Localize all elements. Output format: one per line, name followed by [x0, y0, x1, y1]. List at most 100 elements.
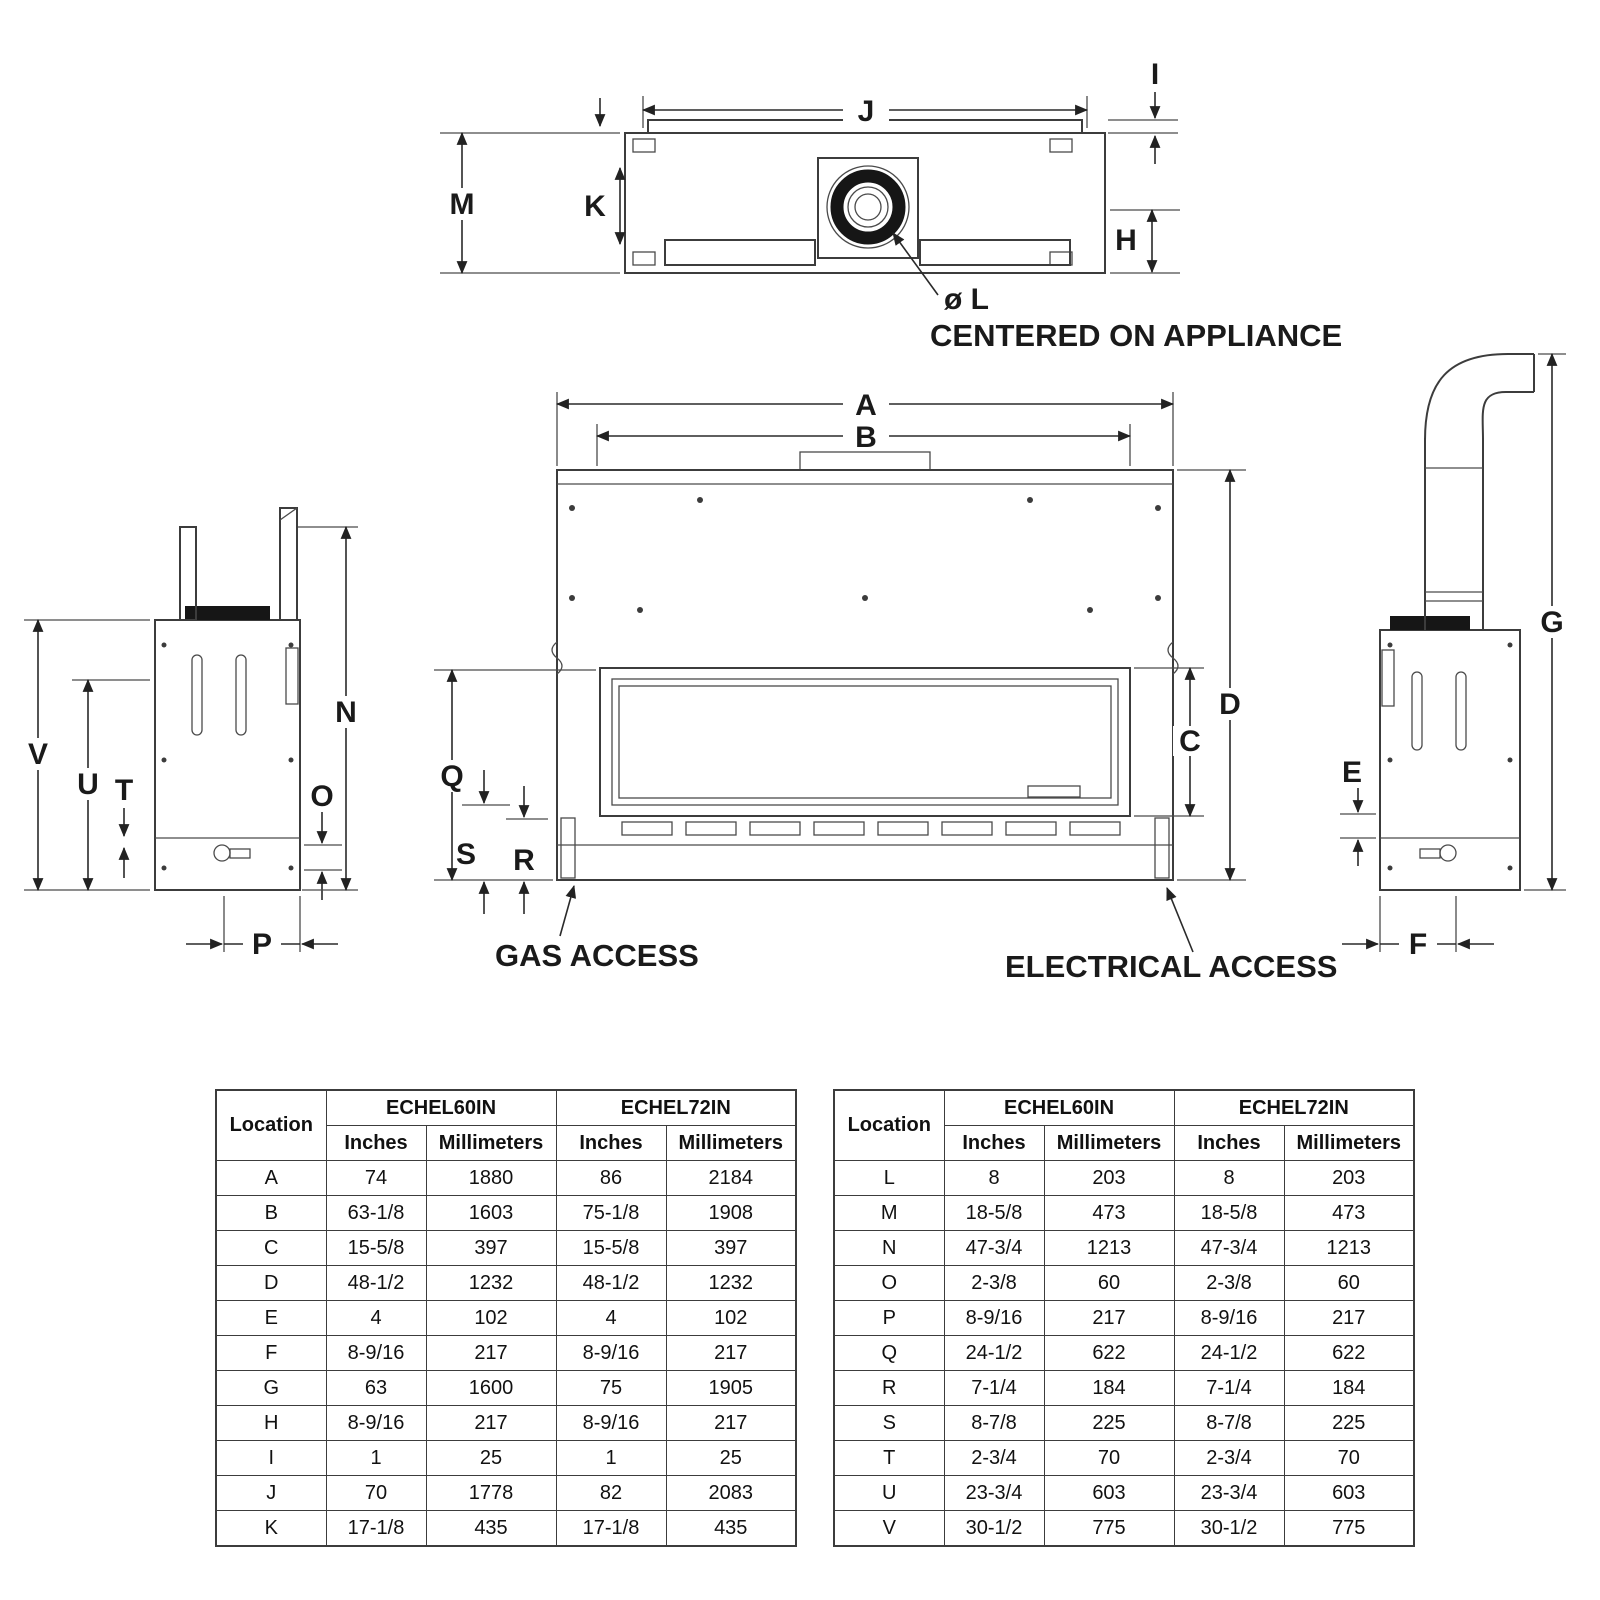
value-cell: 1232	[425, 1265, 557, 1301]
gas-valve	[1419, 844, 1457, 862]
front-view	[551, 451, 1179, 881]
value-cell: 8	[943, 1160, 1045, 1196]
value-cell: 70	[1043, 1440, 1175, 1476]
dim-label-d: D	[1219, 688, 1241, 721]
unit-header-millimeters: Millimeters	[1283, 1125, 1415, 1161]
location-cell: I	[215, 1440, 327, 1476]
value-cell: 397	[665, 1230, 797, 1266]
value-cell: 48-1/2	[555, 1265, 667, 1301]
value-cell: 217	[1283, 1300, 1415, 1336]
value-cell: 8-7/8	[943, 1405, 1045, 1441]
dim-label-h: H	[1115, 224, 1137, 257]
value-cell: 217	[1043, 1300, 1175, 1336]
value-cell: 102	[425, 1300, 557, 1336]
value-cell: 622	[1283, 1335, 1415, 1371]
value-cell: 23-3/4	[1173, 1475, 1285, 1511]
centered-on-appliance-note: CENTERED ON APPLIANCE	[930, 318, 1342, 353]
top-view-dimensions: J I M K H ø L CENTERED O	[440, 58, 1342, 353]
value-cell: 397	[425, 1230, 557, 1266]
value-cell: 30-1/2	[943, 1510, 1045, 1547]
value-cell: 8-9/16	[555, 1335, 667, 1371]
value-cell: 217	[665, 1335, 797, 1371]
value-cell: 2-3/4	[1173, 1440, 1285, 1476]
value-cell: 8-9/16	[943, 1300, 1045, 1336]
dimension-table-l-v: Location ECHEL60IN ECHEL72IN Inches Mill…	[833, 1089, 1415, 1547]
value-cell: 217	[665, 1405, 797, 1441]
location-cell: Q	[833, 1335, 945, 1371]
value-cell: 1	[555, 1440, 667, 1476]
value-cell: 25	[425, 1440, 557, 1476]
unit-header-inches: Inches	[943, 1125, 1045, 1161]
value-cell: 47-3/4	[943, 1230, 1045, 1266]
location-cell: C	[215, 1230, 327, 1266]
location-cell: E	[215, 1300, 327, 1336]
dim-label-f: F	[1409, 928, 1427, 961]
gas-valve	[213, 844, 251, 862]
front-view-dimensions: A B D C Q	[433, 389, 1337, 984]
dim-label-v: V	[28, 738, 48, 771]
value-cell: 63-1/8	[325, 1195, 427, 1231]
location-header: Location	[833, 1089, 945, 1161]
value-cell: 1880	[425, 1160, 557, 1196]
value-cell: 217	[425, 1405, 557, 1441]
location-cell: R	[833, 1370, 945, 1406]
location-cell: L	[833, 1160, 945, 1196]
model-header-echel60in: ECHEL60IN	[325, 1089, 557, 1126]
dim-label-c: C	[1179, 725, 1201, 758]
dim-label-k: K	[584, 190, 606, 223]
dim-label-t: T	[115, 774, 133, 807]
value-cell: 217	[425, 1335, 557, 1371]
value-cell: 2184	[665, 1160, 797, 1196]
value-cell: 70	[325, 1475, 427, 1511]
value-cell: 435	[665, 1510, 797, 1547]
dim-label-m: M	[450, 188, 475, 221]
value-cell: 60	[1043, 1265, 1175, 1301]
location-cell: A	[215, 1160, 327, 1196]
value-cell: 75	[555, 1370, 667, 1406]
value-cell: 24-1/2	[1173, 1335, 1285, 1371]
value-cell: 603	[1283, 1475, 1415, 1511]
model-header-echel72in: ECHEL72IN	[1173, 1089, 1415, 1126]
value-cell: 82	[555, 1475, 667, 1511]
value-cell: 74	[325, 1160, 427, 1196]
value-cell: 1213	[1043, 1230, 1175, 1266]
location-cell: U	[833, 1475, 945, 1511]
value-cell: 63	[325, 1370, 427, 1406]
value-cell: 47-3/4	[1173, 1230, 1285, 1266]
value-cell: 15-5/8	[325, 1230, 427, 1266]
value-cell: 8-9/16	[325, 1405, 427, 1441]
dimension-tables: Location ECHEL60IN ECHEL72IN Inches Mill…	[0, 1089, 1600, 1547]
value-cell: 8-9/16	[325, 1335, 427, 1371]
value-cell: 1778	[425, 1475, 557, 1511]
vent-pipe	[1424, 353, 1535, 630]
value-cell: 184	[1043, 1370, 1175, 1406]
value-cell: 23-3/4	[943, 1475, 1045, 1511]
left-side-dimensions: V U T O N	[20, 525, 364, 961]
location-cell: V	[833, 1510, 945, 1547]
dim-label-i: I	[1151, 58, 1159, 91]
dim-label-a: A	[855, 389, 877, 422]
dimension-diagram: J I M K H ø L CENTERED O	[20, 58, 1566, 984]
value-cell: 184	[1283, 1370, 1415, 1406]
location-cell: P	[833, 1300, 945, 1336]
left-side-view	[154, 507, 301, 891]
value-cell: 775	[1043, 1510, 1175, 1547]
value-cell: 2-3/8	[943, 1265, 1045, 1301]
value-cell: 7-1/4	[1173, 1370, 1285, 1406]
value-cell: 17-1/8	[555, 1510, 667, 1547]
value-cell: 70	[1283, 1440, 1415, 1476]
